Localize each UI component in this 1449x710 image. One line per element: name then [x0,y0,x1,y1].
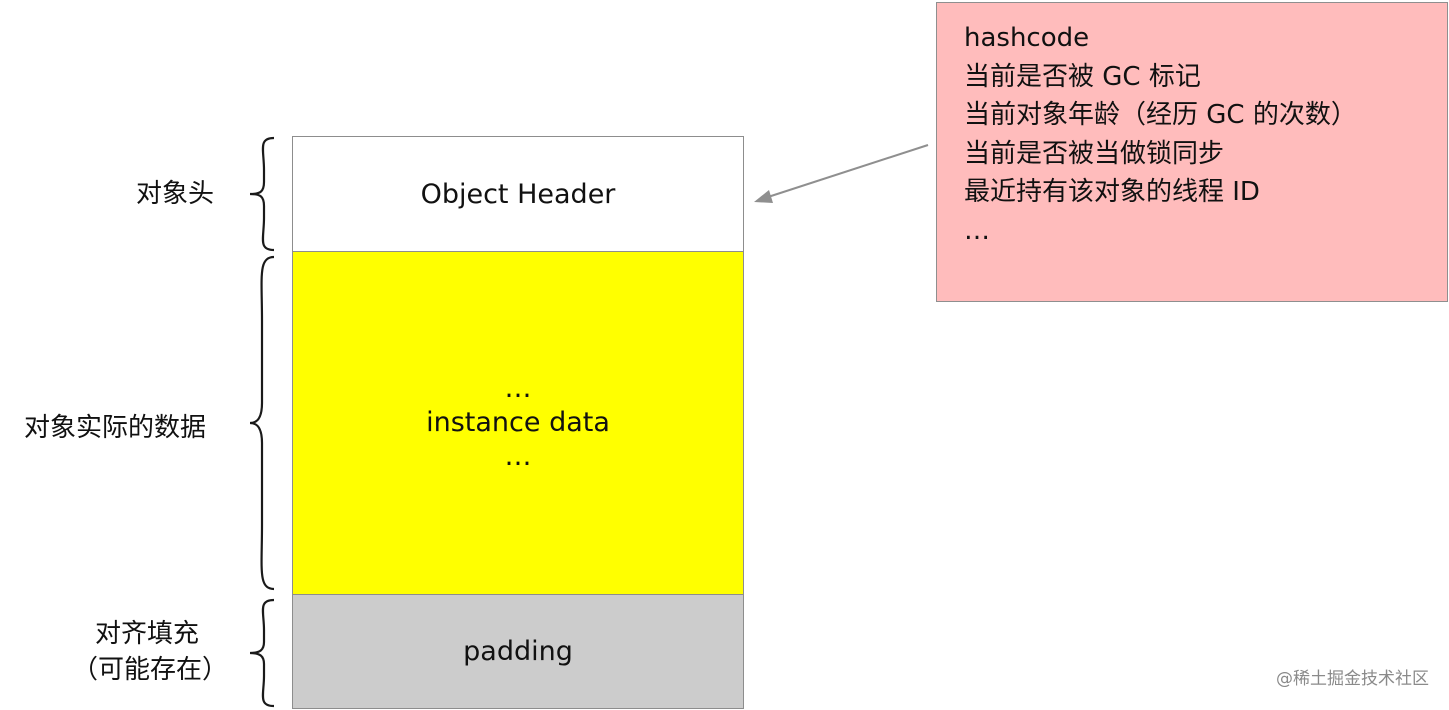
instance-brace [249,255,275,591]
arrowhead-icon [754,190,773,203]
padding-label-line2: （可能存在） [72,655,229,685]
note-line-thread-id: 最近持有该对象的线程 ID [964,177,1260,207]
note-line-ellipsis: … [964,215,990,246]
instance-data-label: 对象实际的数据 [23,413,206,443]
object-header-label: 对象头 [135,179,214,209]
watermark: @稀土掘金技术社区 [1276,669,1429,689]
object-header-block: Object Header [292,136,744,252]
header-brace [249,136,275,252]
instance-data-block: … instance data … [292,251,744,595]
padding-label-line1: 对齐填充 [94,619,199,649]
object-header-text: Object Header [420,178,616,210]
note-line-lock-sync: 当前是否被当做锁同步 [964,138,1225,169]
instance-ellipsis-top: … [504,373,532,404]
padding-label: 对齐填充 （可能存在） [72,616,229,688]
note-line-hashcode: hashcode [964,23,1090,53]
note-line-object-age: 当前对象年龄（经历 GC 的次数） [964,100,1357,130]
instance-ellipsis-bottom: … [504,441,532,472]
note-line-gc-mark: 当前是否被 GC 标记 [964,61,1201,92]
object-header-contents-note: hashcode 当前是否被 GC 标记 当前对象年龄（经历 GC 的次数） 当… [936,2,1448,302]
padding-brace [249,598,275,708]
padding-block: padding [292,594,744,709]
instance-data-text: instance data [426,407,610,438]
padding-text: padding [463,636,573,667]
